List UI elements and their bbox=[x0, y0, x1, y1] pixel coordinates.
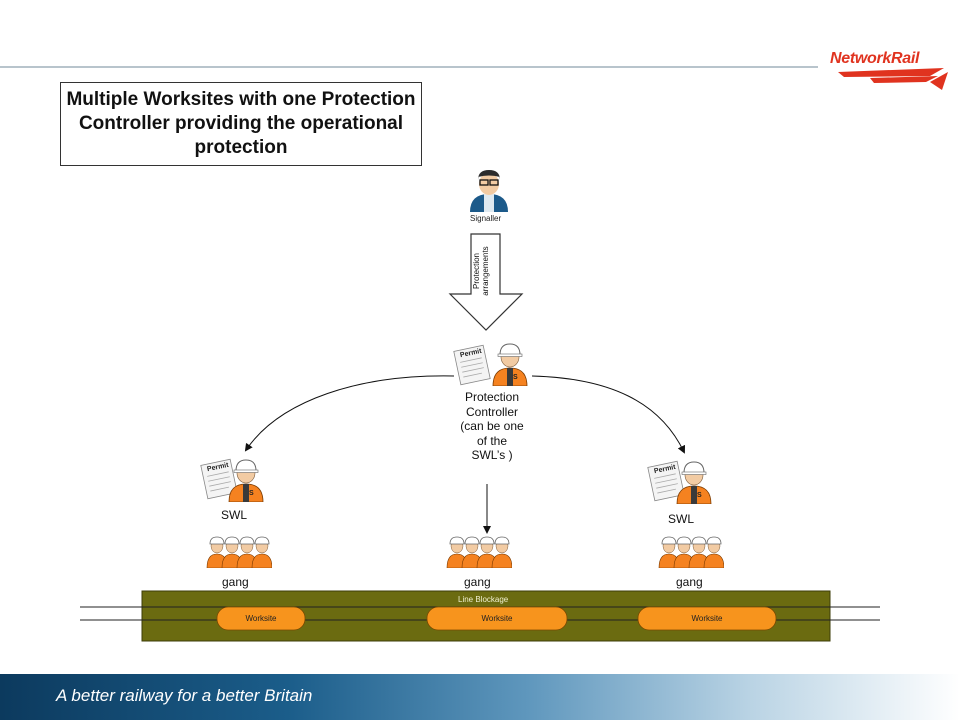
curved-arrow-right bbox=[531, 375, 686, 454]
pc-badge: S bbox=[513, 374, 518, 381]
gang-middle-label: gang bbox=[464, 575, 491, 589]
swl-left-label: SWL bbox=[221, 508, 248, 522]
worksite-left-label: Worksite bbox=[245, 614, 277, 623]
pc-label-line: SWL’s ) bbox=[471, 448, 513, 462]
protection-controller-icon bbox=[492, 343, 528, 386]
pc-permit-icon bbox=[453, 344, 491, 386]
pc-label-line: Controller bbox=[465, 404, 519, 419]
signaller-icon bbox=[470, 170, 508, 212]
arrow-label: Protection arrangements bbox=[472, 246, 498, 296]
diagram-title: Multiple Worksites with one Protection C… bbox=[60, 82, 422, 166]
worksite-middle bbox=[426, 606, 568, 631]
signaller-label: Signaller bbox=[470, 214, 502, 223]
worksite-middle-label: Worksite bbox=[481, 614, 513, 623]
pc-label-line: of the bbox=[476, 433, 508, 448]
logo-swoosh-icon bbox=[838, 68, 948, 90]
gang-left-icon bbox=[206, 536, 272, 568]
worksite-left bbox=[216, 606, 306, 631]
header-divider bbox=[0, 66, 818, 68]
swl-right-label: SWL bbox=[668, 512, 695, 526]
arrow-label-line1: Protection bbox=[472, 252, 481, 290]
network-rail-logo: NetworkRail bbox=[826, 46, 956, 96]
gang-middle-icon bbox=[446, 536, 512, 568]
logo-text: NetworkRail bbox=[830, 50, 920, 67]
worksite-right bbox=[637, 606, 777, 631]
worksite-right-label: Worksite bbox=[691, 614, 723, 623]
footer-banner: A better railway for a better Britain bbox=[0, 674, 960, 720]
pc-label-line: (can be one bbox=[460, 419, 524, 433]
pc-label-line: Protection bbox=[464, 390, 520, 404]
protection-arrangements-arrow bbox=[448, 233, 524, 331]
footer-tagline: A better railway for a better Britain bbox=[56, 686, 313, 705]
line-blockage-label: Line Blockage bbox=[458, 595, 509, 604]
swl-left-badge: S bbox=[249, 490, 254, 497]
gang-right-label: gang bbox=[676, 575, 703, 589]
protection-controller-label: Protection Controller (can be one of the… bbox=[440, 390, 544, 463]
arrow-label-line2: arrangements bbox=[481, 246, 490, 296]
gang-right-icon bbox=[658, 536, 724, 568]
swl-right-permit-icon bbox=[647, 460, 685, 502]
swl-left-permit-icon bbox=[200, 458, 238, 500]
gang-left-label: gang bbox=[222, 575, 249, 589]
curved-arrow-left bbox=[244, 375, 455, 452]
swl-right-badge: S bbox=[697, 492, 702, 499]
